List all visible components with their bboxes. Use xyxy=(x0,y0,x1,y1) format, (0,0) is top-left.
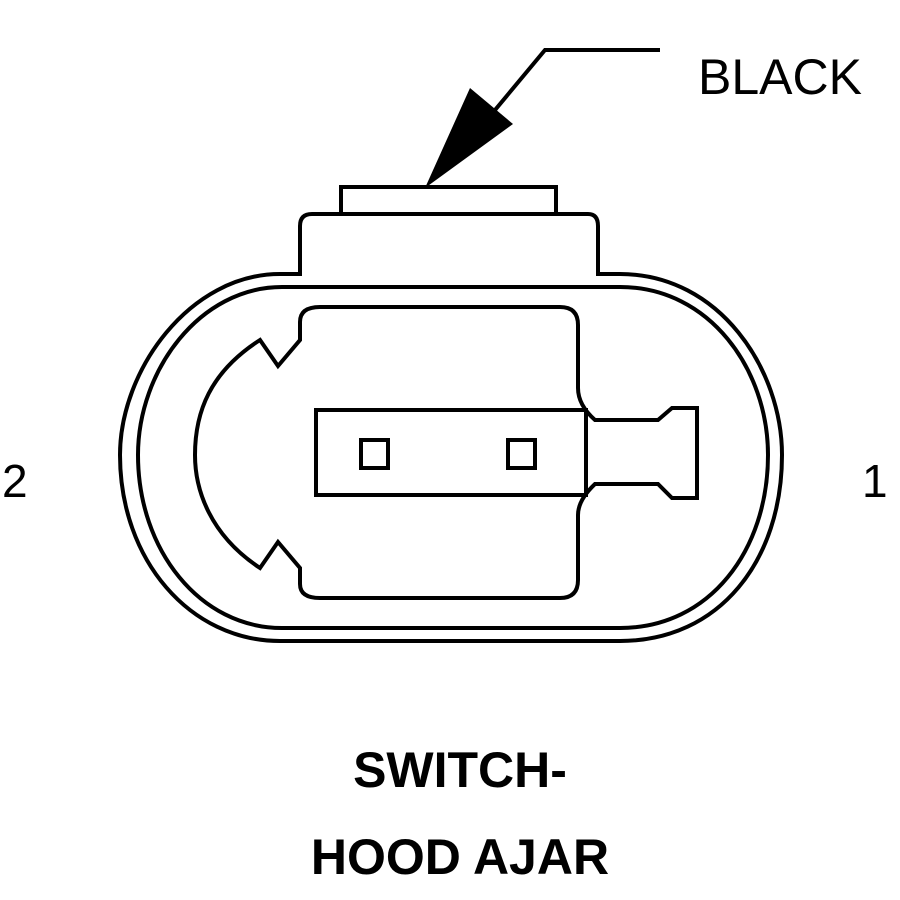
blade-slot-left xyxy=(359,438,390,470)
lock-tab-cap xyxy=(339,185,558,216)
wire-color-leader xyxy=(425,48,660,188)
component-title-line-1: SWITCH- xyxy=(353,742,567,798)
housing-inner-outline xyxy=(135,285,771,630)
wire-color-label: BLACK xyxy=(698,49,862,105)
terminal-cavity xyxy=(192,305,699,600)
pin-1-label: 1 xyxy=(862,455,888,507)
connector-housing xyxy=(117,268,785,643)
component-title-line-2: HOOD AJAR xyxy=(310,829,610,885)
lock-tab-body xyxy=(298,212,600,268)
pin-2-label: 2 xyxy=(2,455,28,507)
leader-arrowhead xyxy=(425,88,513,188)
blade-body xyxy=(314,408,588,497)
blade-slot-right xyxy=(506,438,537,470)
connector-lock-tab xyxy=(298,185,600,268)
terminal-blade xyxy=(314,408,588,497)
housing-outer-outline xyxy=(117,268,785,643)
